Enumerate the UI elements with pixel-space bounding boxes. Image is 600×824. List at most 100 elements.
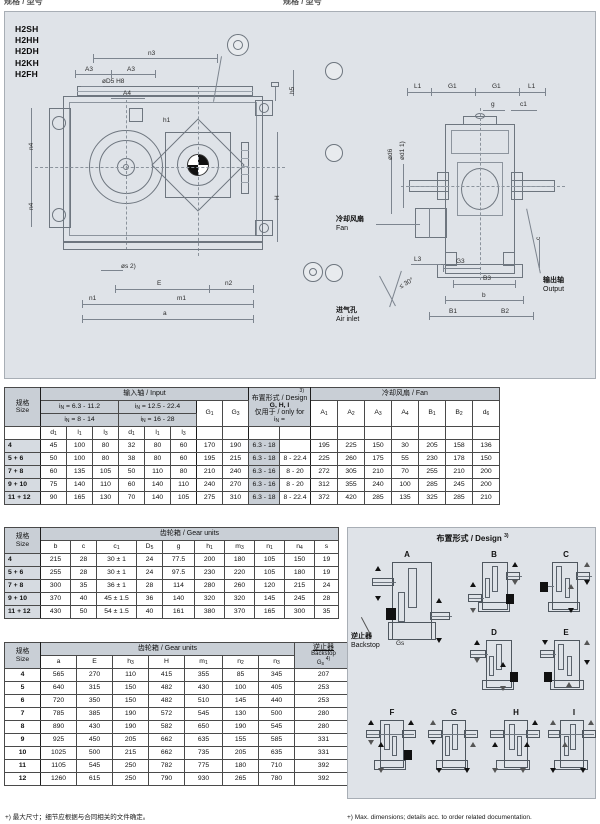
dim-label: A3: [127, 66, 135, 73]
col-header-n1: n1: [254, 540, 285, 554]
size-header-en: Size: [15, 407, 30, 414]
table-cell: 114: [162, 579, 195, 593]
table-cell: 60: [40, 465, 67, 479]
design-in-label: iN =: [274, 416, 285, 425]
table-cell: 140: [144, 491, 171, 505]
table-cell: 10: [4, 746, 41, 760]
spacer-cell: [310, 426, 338, 440]
col-header-A1: A1: [310, 400, 338, 427]
table-cell: 310: [222, 491, 249, 505]
table-cell: 4: [4, 439, 41, 453]
table-cell: 331: [294, 733, 353, 747]
table-cell: 1025: [40, 746, 77, 760]
dim-label: n1: [89, 295, 97, 302]
table-cell: 245: [445, 478, 473, 492]
table-cell: 24: [136, 566, 163, 580]
col-header-A3: A3: [364, 400, 392, 427]
table-gear-units-1-wrapper: 规格 Size 齿轮箱 / Gear units b c c1 D5 g h1 …: [4, 527, 339, 619]
table-cell: 6.3 - 18: [248, 439, 280, 453]
callout-air-inlet-cn: 进气孔: [336, 307, 357, 314]
table-cell: 165: [66, 491, 93, 505]
spacer-cell: [418, 426, 446, 440]
table-cell: 30: [391, 439, 419, 453]
table-cell: 215: [40, 553, 71, 567]
dim-label: L1: [414, 83, 422, 90]
table-cell: 7 + 8: [4, 579, 41, 593]
table-cell: 155: [222, 733, 259, 747]
col-header-l3a: l3: [92, 426, 119, 440]
design-variant-label: G: [450, 708, 458, 717]
dim-label: c: [535, 236, 542, 240]
table-cell: 635: [184, 733, 223, 747]
table-cell: 158: [445, 439, 473, 453]
design-variant-label: E: [563, 628, 569, 637]
table-cell: 6.3 - 18: [248, 491, 280, 505]
table-cell: 200: [472, 465, 500, 479]
size-header-cn: 规格: [15, 648, 30, 656]
col-header-E: E: [76, 655, 113, 669]
table-cell: 90: [40, 491, 67, 505]
table-cell: 35: [314, 605, 339, 619]
col-header-d1b: d1: [118, 426, 145, 440]
table-cell: 253: [294, 681, 353, 695]
table-cell: 161: [162, 605, 195, 619]
design-variant-label: C: [563, 550, 569, 559]
table-cell: 355: [184, 668, 223, 682]
table-cell: 36 ± 1: [96, 579, 137, 593]
dim-label: b: [482, 292, 486, 299]
table-cell: 635: [258, 746, 295, 760]
table-cell: 19: [314, 566, 339, 580]
table-cell: 370: [224, 605, 255, 619]
table-cell: 500: [76, 746, 113, 760]
table-cell: 7: [4, 707, 41, 721]
col-header-c1: c1: [96, 540, 137, 554]
dim-label: L3: [414, 256, 422, 263]
table-cell: 210: [472, 491, 500, 505]
col-header-m3: m3: [224, 540, 255, 554]
size-header: 规格 Size: [4, 642, 41, 669]
table-cell: 6.3 - 16: [248, 465, 280, 479]
table-cell: 275: [196, 491, 223, 505]
col-header-b: b: [40, 540, 71, 554]
input-group-header: 输入轴 / Input: [40, 387, 249, 401]
table-cell: 30 ± 1: [96, 553, 137, 567]
table-cell: 136: [472, 439, 500, 453]
design-title: 布置形式 / Design: [251, 394, 308, 402]
table-cell: 178: [445, 452, 473, 466]
col-header-l1b: l1: [144, 426, 171, 440]
table-cell: 145: [222, 694, 259, 708]
table-cell: 190: [112, 707, 149, 721]
table-cell: 440: [258, 694, 295, 708]
backstop-callout-cn: 逆止器: [351, 633, 372, 640]
design-group-header: 3) 布置形式 / Design G, H, I 仅用于 / only for …: [248, 387, 311, 427]
table-cell: 8 - 22.4: [279, 452, 311, 466]
table-cell: 50: [70, 605, 97, 619]
table-cell: 930: [184, 772, 223, 786]
table-cell: 662: [148, 733, 185, 747]
table-cell: 405: [258, 681, 295, 695]
col-header-G1: G1: [196, 400, 223, 427]
dim-label-diameter: øD5 H8: [102, 78, 125, 85]
table-cell: 210: [196, 465, 223, 479]
table-cell: 19: [314, 553, 339, 567]
table-cell: 430: [184, 681, 223, 695]
table-cell: 180: [222, 759, 259, 773]
table-cell: 5: [4, 681, 41, 695]
table-cell: 8 - 22.4: [279, 491, 311, 505]
col-header-B1: B1: [418, 400, 446, 427]
design-variant-label: I: [572, 708, 576, 717]
table-cell: 735: [184, 746, 223, 760]
table-cell: 80: [144, 452, 171, 466]
size-header-en: Size: [15, 540, 30, 548]
table-cell: 350: [76, 694, 113, 708]
table-cell: 45: [40, 439, 67, 453]
table-cell: 482: [148, 694, 185, 708]
design-only-for: 仅用于 / only for: [254, 409, 305, 417]
col-header-d1a: d1: [40, 426, 67, 440]
